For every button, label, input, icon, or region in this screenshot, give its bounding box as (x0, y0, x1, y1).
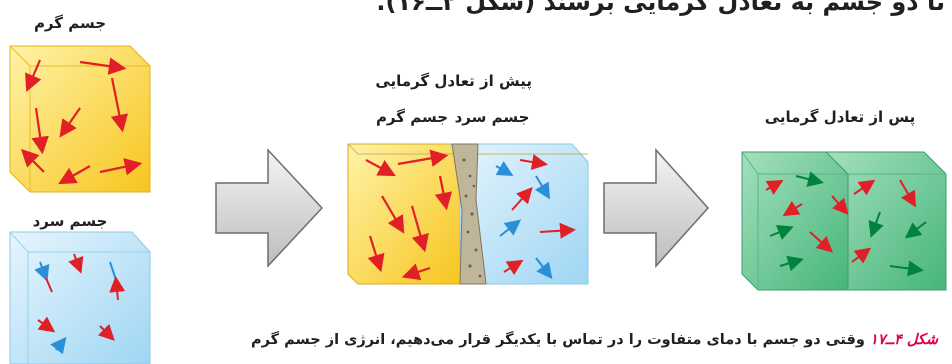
top-text-line: تا دو جسم به تعادل گرمایی برسند (شکل ۲ــ… (376, 0, 945, 16)
hot-body-label: جسم گرم (33, 14, 107, 32)
cold-body-label: جسم سرد (32, 212, 108, 230)
after-equilibrium-block (741, 151, 947, 291)
figure-number: شکل ۴ــ۱۷ (869, 332, 938, 348)
before-cold-label: جسم سرد (454, 108, 530, 126)
after-equilibrium-title: پس از تعادل گرمایی (764, 108, 916, 126)
before-equilibrium-title: پیش از تعادل گرمایی (375, 72, 532, 90)
before-equilibrium-block (347, 143, 589, 285)
before-hot-label: جسم گرم (375, 108, 449, 126)
hot-cube-shape (9, 45, 151, 193)
cold-cube-shape (9, 231, 151, 364)
process-arrow-1 (215, 148, 324, 268)
process-arrow-2 (603, 148, 710, 268)
figure-caption-text: وقتی دو جسم با دمای متفاوت را در تماس با… (250, 332, 865, 348)
figure-caption: شکل ۴ــ۱۷ وقتی دو جسم با دمای متفاوت را … (138, 332, 938, 348)
